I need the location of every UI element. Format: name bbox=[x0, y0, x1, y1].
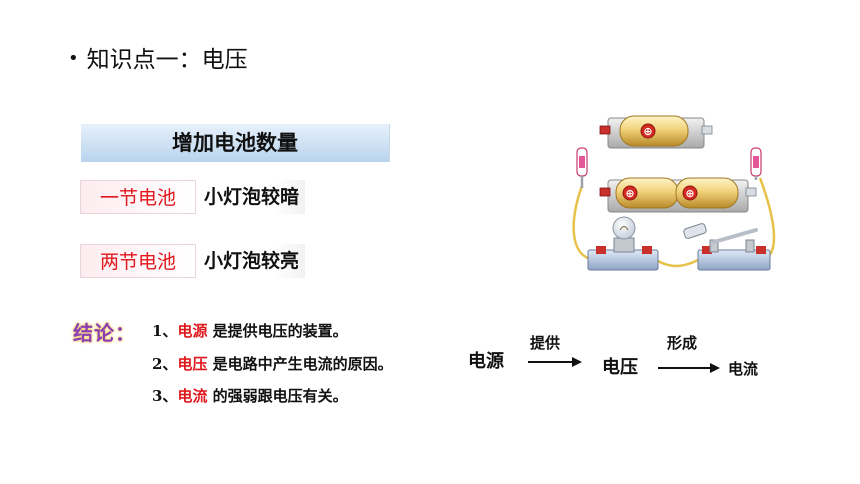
flow-voltage: 电压 bbox=[602, 357, 638, 378]
banner-heading: 增加电池数量 bbox=[81, 124, 390, 162]
circuit-illustration: ⊕ ⊕ ⊕ bbox=[572, 115, 776, 271]
flow-label-provide: 提供 bbox=[530, 334, 561, 352]
point-number: 2、 bbox=[152, 355, 178, 373]
flow-label-form: 形成 bbox=[667, 334, 698, 352]
point-number: 3、 bbox=[152, 387, 178, 405]
flow-source: 电源 bbox=[468, 351, 504, 372]
probe-left bbox=[576, 147, 588, 188]
row-one-battery: 一节电池 小灯泡较暗 bbox=[80, 180, 306, 214]
double-battery-holder: ⊕ ⊕ bbox=[599, 177, 757, 213]
arrow-right-icon bbox=[528, 357, 582, 367]
point-text: 是提供电压的装置。 bbox=[207, 322, 348, 340]
plus-icon: ⊕ bbox=[685, 187, 694, 200]
conclusion-point-1: 1、电源 是提供电压的装置。 bbox=[152, 320, 348, 341]
plus-icon: ⊕ bbox=[625, 187, 634, 200]
point-number: 1、 bbox=[152, 322, 178, 340]
point-text: 的强弱跟电压有关。 bbox=[207, 387, 348, 405]
conclusion-point-2: 2、电压 是电路中产生电流的原因。 bbox=[152, 353, 393, 374]
wire-left bbox=[572, 185, 597, 262]
slide-title-text: 知识点一：电压 bbox=[86, 47, 248, 73]
conclusion-heading: 结论： bbox=[73, 321, 136, 345]
wire-middle bbox=[655, 258, 699, 268]
row-label: 两节电池 bbox=[80, 244, 196, 278]
bulb-base bbox=[587, 216, 659, 271]
row-result: 小灯泡较暗 bbox=[204, 180, 306, 214]
arrow-right-icon bbox=[658, 363, 720, 373]
switch bbox=[683, 223, 771, 271]
row-result: 小灯泡较亮 bbox=[204, 244, 306, 278]
bulb-icon bbox=[612, 216, 636, 240]
point-keyword: 电流 bbox=[177, 387, 208, 405]
point-keyword: 电压 bbox=[177, 355, 208, 373]
point-text: 是电路中产生电流的原因。 bbox=[207, 355, 393, 373]
probe-right bbox=[750, 147, 762, 180]
point-keyword: 电源 bbox=[177, 322, 208, 340]
slide-title: • 知识点一：电压 bbox=[68, 40, 248, 74]
row-label: 一节电池 bbox=[80, 180, 196, 214]
flow-current: 电流 bbox=[728, 360, 759, 378]
bullet-icon: • bbox=[68, 48, 79, 69]
row-two-batteries: 两节电池 小灯泡较亮 bbox=[80, 244, 306, 278]
plus-icon: ⊕ bbox=[643, 125, 652, 138]
conclusion-point-3: 3、电流 的强弱跟电压有关。 bbox=[152, 385, 348, 406]
single-battery-holder: ⊕ bbox=[599, 115, 713, 149]
